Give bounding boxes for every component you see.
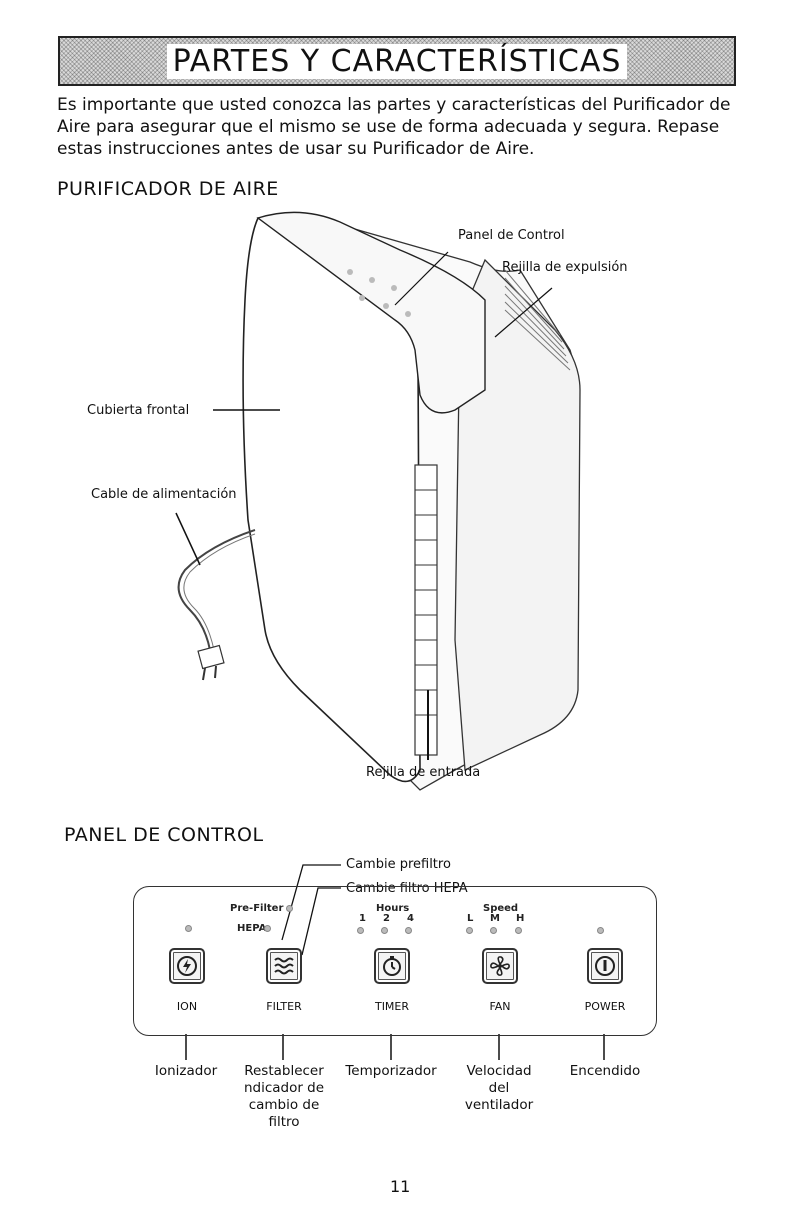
speed-text: Speed	[483, 903, 519, 914]
intro-paragraph: Es importante que usted conozca las part…	[57, 95, 731, 159]
hepa-text: HEPA	[237, 923, 267, 934]
fan-button[interactable]	[482, 948, 518, 984]
timer-button[interactable]	[374, 948, 410, 984]
hour-1: 1	[359, 913, 366, 924]
hours-text: Hours	[376, 903, 410, 914]
power-description: Encendido	[569, 1063, 641, 1079]
filter-label: FILTER	[266, 1000, 302, 1013]
filter-description: Restablecer ndicador de cambio de filtro	[243, 1063, 325, 1130]
ion-description: Ionizador	[154, 1063, 218, 1079]
speed-m-led	[490, 927, 497, 934]
fan-description: Velocidad del ventilador	[464, 1063, 534, 1113]
fan-label: FAN	[489, 1000, 511, 1013]
label-power-cord: Cable de alimentación	[91, 487, 237, 502]
hour-2-led	[381, 927, 388, 934]
speed-h: H	[516, 913, 525, 924]
label-front-cover: Cubierta frontal	[87, 403, 190, 418]
hour-1-led	[357, 927, 364, 934]
ion-button[interactable]	[169, 948, 205, 984]
purifier-illustration	[175, 211, 581, 791]
speed-l-led	[466, 927, 473, 934]
label-control-panel: Panel de Control	[458, 228, 565, 243]
purifier-section-title: PURIFICADOR DE AIRE	[57, 178, 279, 200]
banner-title: PARTES Y CARACTERÍSTICAS	[166, 43, 628, 79]
callout-hepa: Cambie filtro HEPA	[346, 881, 468, 896]
control-panel: Pre-Filter HEPA Hours 1 2 4 Speed L M H	[133, 886, 657, 1036]
power-icon	[595, 956, 615, 976]
timer-description: Temporizador	[345, 1063, 437, 1079]
control-section-title: PANEL DE CONTROL	[64, 824, 264, 846]
ion-label: ION	[176, 1000, 198, 1013]
timer-icon	[383, 956, 401, 976]
label-exhaust-grille: Rejilla de expulsión	[502, 260, 628, 275]
speed-h-led	[515, 927, 522, 934]
callout-prefilter: Cambie prefiltro	[346, 857, 451, 872]
ion-icon	[177, 956, 197, 976]
timer-label: TIMER	[374, 1000, 410, 1013]
ion-led	[185, 925, 192, 932]
fan-icon	[490, 956, 510, 976]
prefilter-text: Pre-Filter	[230, 903, 284, 914]
label-intake-grille: Rejilla de entrada	[366, 765, 481, 780]
filter-icon	[274, 957, 294, 975]
page-number: 11	[390, 1177, 411, 1196]
section-banner: PARTES Y CARACTERÍSTICAS	[58, 36, 736, 86]
speed-m: M	[490, 913, 500, 924]
power-button[interactable]	[587, 948, 623, 984]
power-label: POWER	[584, 1000, 626, 1013]
hour-2: 2	[383, 913, 390, 924]
hour-4: 4	[407, 913, 414, 924]
hour-4-led	[405, 927, 412, 934]
power-led	[597, 927, 604, 934]
speed-l: L	[467, 913, 474, 924]
filter-button[interactable]	[266, 948, 302, 984]
hepa-led	[264, 925, 271, 932]
prefilter-led	[286, 905, 293, 912]
